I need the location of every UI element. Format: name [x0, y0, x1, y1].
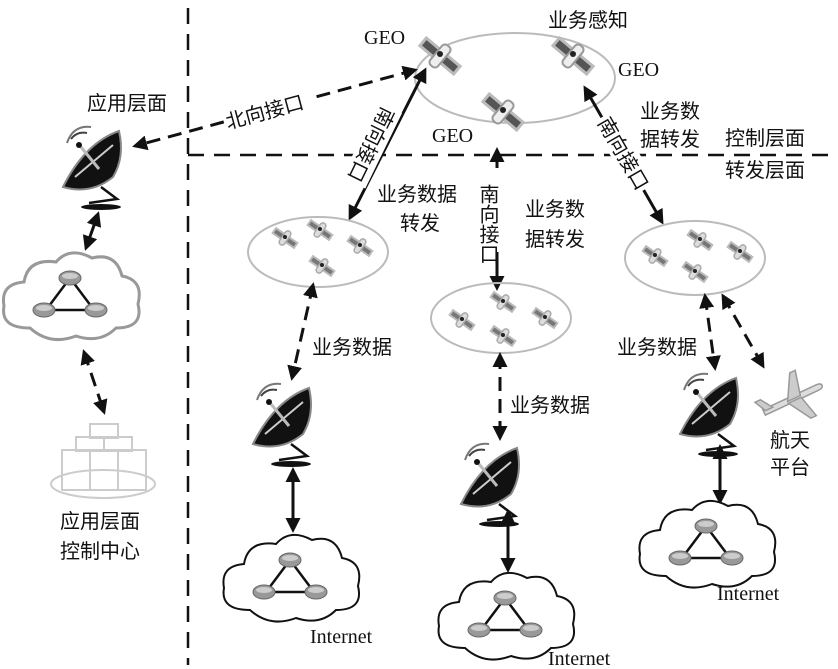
- satellite-dish-icon: [678, 372, 740, 459]
- internet-label: Internet: [310, 626, 373, 648]
- service-data-arrow: [699, 293, 721, 371]
- forward-label: 业务数: [525, 197, 585, 221]
- geo-satellite-icon: [481, 92, 525, 132]
- cloud-network-icon: [1, 251, 141, 342]
- geo-label: GEO: [432, 125, 473, 147]
- forward-label: 业务数据: [377, 182, 457, 206]
- leo-cluster-left: [247, 216, 389, 288]
- airplane-icon: [753, 369, 824, 420]
- control-plane-label: 控制层面: [725, 126, 805, 150]
- service-data-label: 业务数据: [510, 393, 590, 417]
- link-arrow: [82, 211, 102, 251]
- link-arrow: [80, 349, 108, 415]
- internet-cloud-icon: [638, 499, 777, 589]
- south-interface-label-center: 南向接口: [476, 184, 500, 264]
- internet-label: Internet: [717, 583, 780, 605]
- geo-satellite-icon: [418, 36, 462, 76]
- app-center-label: 控制中心: [60, 539, 140, 563]
- service-awareness-label: 业务感知: [548, 8, 628, 32]
- application-plane-label: 应用层面: [87, 91, 167, 115]
- aerospace-platform-label: 航天: [770, 428, 810, 452]
- forwarding-plane-label: 转发层面: [725, 158, 805, 182]
- forward-label: 据转发: [525, 227, 585, 251]
- satellite-dish-icon: [61, 125, 123, 212]
- leo-cluster-right: [624, 220, 766, 296]
- forward-label: 业务数: [640, 99, 700, 123]
- south-interface-arrow-left: [348, 67, 427, 221]
- internet-cloud-icon: [222, 533, 361, 623]
- leo-cluster-center: [430, 282, 572, 354]
- satellite-dish-icon: [251, 382, 313, 469]
- aerospace-platform-label: 平台: [770, 455, 810, 479]
- forward-label: 据转发: [640, 127, 700, 151]
- geo-satellite-icon: [551, 36, 595, 76]
- service-data-label: 业务数据: [312, 335, 392, 359]
- data-center-icon: [50, 423, 156, 499]
- satellite-dish-icon: [459, 442, 521, 529]
- internet-label: Internet: [548, 648, 611, 669]
- service-data-arrow: [287, 282, 318, 381]
- service-data-label: 业务数据: [617, 335, 697, 359]
- south-interface-label-left: 南向接口: [343, 103, 400, 185]
- south-interface-label-right: 南向接口: [593, 113, 654, 194]
- geo-label: GEO: [618, 59, 659, 81]
- app-center-label: 应用层面: [60, 509, 140, 533]
- internet-cloud-icon: [437, 571, 576, 661]
- geo-label: GEO: [364, 27, 405, 49]
- aerospace-link-arrow: [721, 293, 765, 369]
- forward-label: 转发: [400, 211, 440, 235]
